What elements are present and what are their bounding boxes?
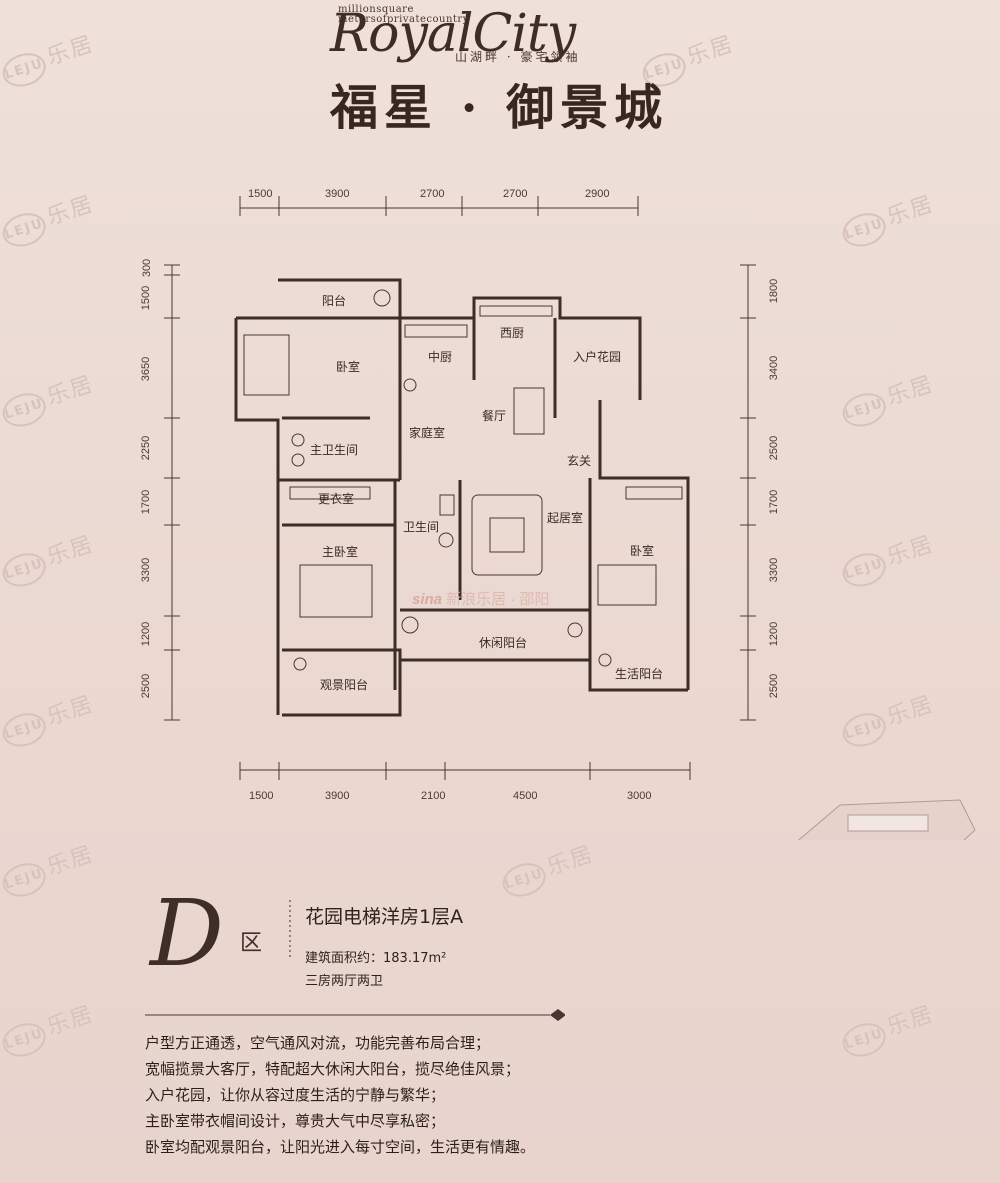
dining-table (513, 387, 545, 435)
dim-right: 2500 (768, 435, 781, 461)
room-balcony-top: 阳台 (322, 294, 347, 308)
leju-watermark: LEJU乐居 (496, 836, 599, 902)
feature-item: 入户花园，让你从容过度生活的宁静与繁华； (145, 1086, 446, 1104)
feature-item: 主卧室带衣帽间设计，尊贵大气中尽享私密； (145, 1112, 446, 1130)
feature-list: 户型方正通透，空气通风对流，功能完善布局合理； 宽幅揽景大客厅，特配超大休闲大阳… (145, 1030, 535, 1160)
dim-bottom: 3900 (325, 790, 350, 802)
room-dining: 餐厅 (482, 409, 507, 423)
room-entry-garden: 入户花园 (573, 350, 622, 364)
room-entrance: 玄关 (567, 454, 592, 468)
bed-e (597, 564, 657, 606)
unit-type-name: 花园电梯洋房1层A (305, 906, 464, 928)
dim-right: 3400 (768, 355, 781, 381)
room-master-bedroom: 主卧室 (322, 545, 359, 559)
divider (289, 900, 291, 960)
room-master-bath: 主卫生间 (310, 443, 359, 457)
bed-nw (243, 334, 290, 396)
dim-right: 2500 (768, 673, 781, 699)
royal-city-logo: RoyalCity (330, 4, 576, 64)
tagline-2: metersofprivatecountry (338, 14, 469, 25)
dim-left: 3650 (140, 356, 153, 382)
dim-bottom: 3000 (627, 790, 652, 802)
dim-top: 2700 (503, 188, 528, 200)
dim-left: 2250 (140, 435, 153, 461)
sofa-set (471, 494, 543, 576)
wall (282, 648, 402, 717)
dim-right: 1800 (768, 278, 781, 304)
wall (598, 400, 690, 690)
zone-label: 区 (240, 931, 263, 956)
dim-bottom: 2100 (421, 790, 446, 802)
room-view-balcony: 观景阳台 (320, 678, 369, 692)
zone-letter: D (150, 880, 224, 987)
dim-left: 1700 (140, 489, 153, 515)
room-family: 家庭室 (409, 426, 446, 440)
dim-right: 3300 (768, 557, 781, 583)
feature-item: 卧室均配观景阳台，让阳光进入每寸空间，生活更有情趣。 (145, 1138, 536, 1156)
wall (234, 318, 280, 480)
coffee-table (489, 517, 525, 553)
dim-bottom: 1500 (249, 790, 274, 802)
master-bed (299, 564, 373, 618)
dim-left: 3300 (140, 557, 153, 583)
room-bathroom: 卫生间 (403, 520, 440, 534)
room-leisure-balcony: 休闲阳台 (479, 636, 528, 650)
room-chinese-kitchen: 中厨 (428, 350, 453, 364)
floor-plan (164, 196, 976, 840)
decorative-rule (145, 1009, 565, 1021)
wall (278, 278, 402, 318)
dim-bottom: 4500 (513, 790, 538, 802)
dim-right: 1700 (768, 489, 781, 515)
dim-top: 1500 (248, 188, 273, 200)
room-utility-balcony: 生活阳台 (615, 667, 664, 681)
dim-top: 2900 (585, 188, 610, 200)
wall (588, 478, 688, 692)
unit-area: 建筑面积约：183.17m² (305, 951, 447, 966)
room-living: 起居室 (547, 511, 584, 525)
room-western-kitchen: 西厨 (500, 326, 525, 340)
room-bedroom-e: 卧室 (630, 544, 655, 558)
dim-top: 2700 (420, 188, 445, 200)
dim-top: 3900 (325, 188, 350, 200)
leju-watermark: LEJU乐居 (836, 996, 939, 1062)
tagline-1: millionsquare (338, 4, 414, 15)
dim-left: 1500 (140, 285, 153, 311)
unit-layout: 三房两厅两卫 (305, 974, 384, 989)
site-plan (798, 799, 976, 840)
leju-watermark: LEJU乐居 (0, 996, 100, 1062)
dim-left: 2500 (140, 673, 153, 699)
page-title: 福星 · 御景城 (330, 80, 669, 136)
dim-left: 300 (141, 258, 154, 278)
room-bedroom-nw: 卧室 (336, 360, 361, 374)
leju-watermark: LEJU乐居 (0, 836, 100, 902)
feature-item: 宽幅揽景大客厅，特配超大休闲大阳台，揽尽绝佳风景； (145, 1060, 521, 1078)
sina-watermark: sina 新浪乐居 · 邵阳 (412, 591, 550, 608)
room-cloakroom: 更衣室 (318, 492, 355, 506)
dim-right: 1200 (768, 621, 781, 647)
slogan: 山湖畔 · 豪宅领袖 (455, 50, 581, 64)
dim-left: 1200 (140, 621, 153, 647)
feature-item: 户型方正通透，空气通风对流，功能完善布局合理； (145, 1034, 491, 1052)
